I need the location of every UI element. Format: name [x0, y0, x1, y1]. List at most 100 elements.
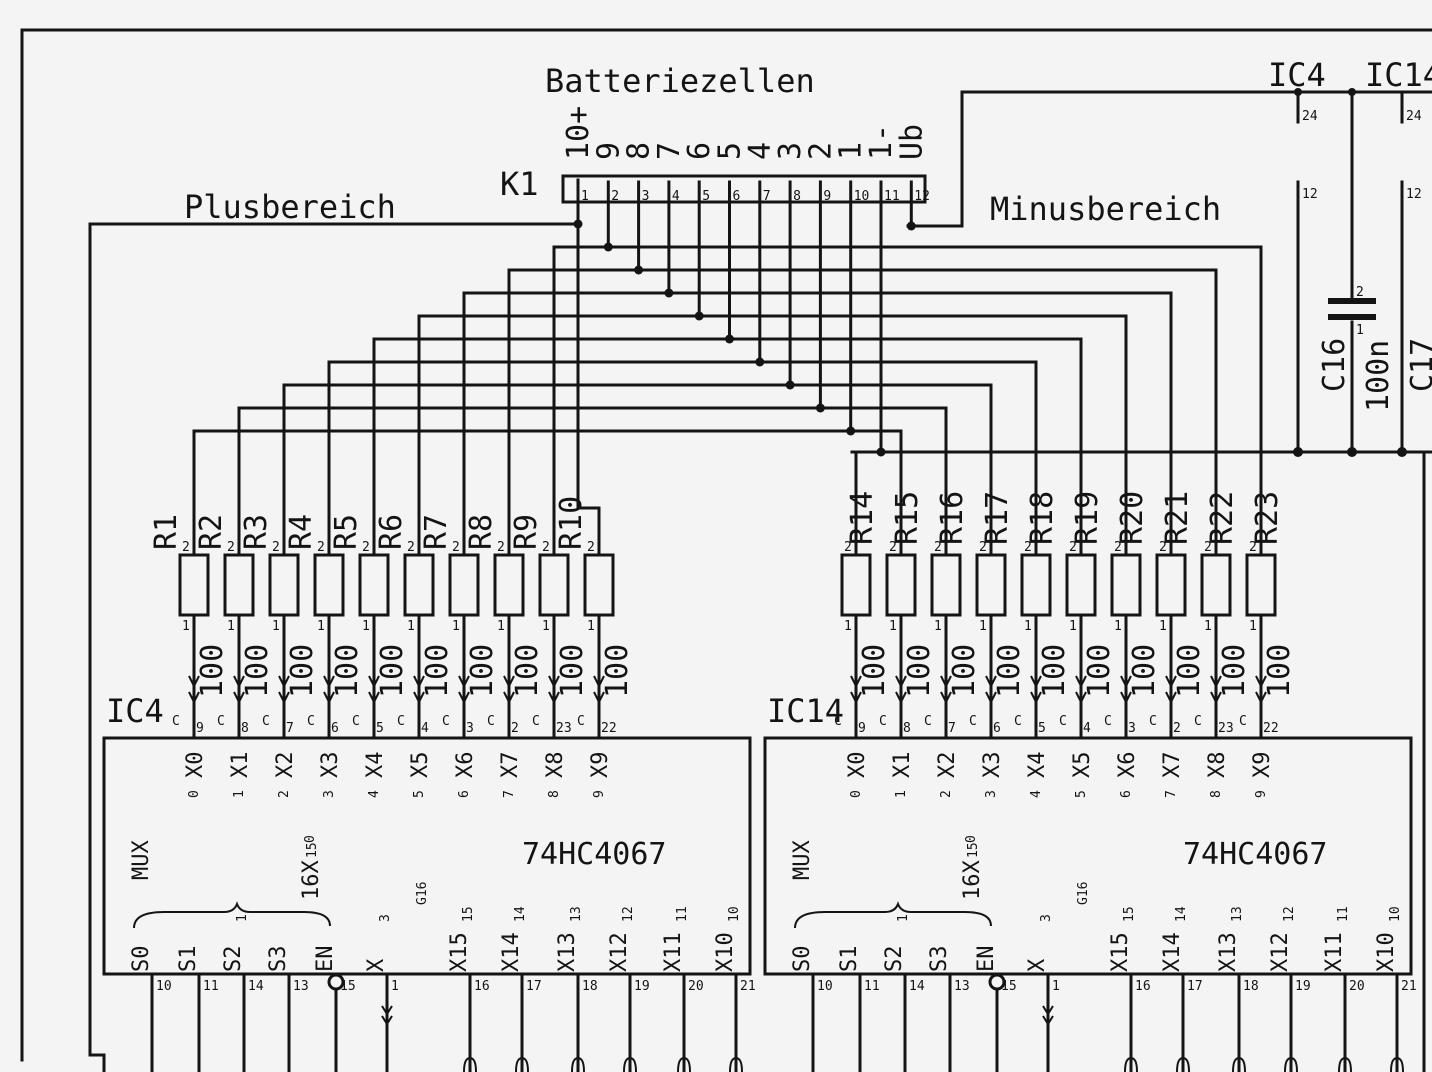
- ic-pin-number: 5: [376, 721, 384, 736]
- resistor-pin-1: 1: [182, 619, 190, 634]
- pin-marker: C: [532, 714, 540, 729]
- connector-cell-label: 9: [591, 142, 626, 160]
- ic-bottom-pin: 14: [248, 979, 264, 994]
- connector-cell-label: 7: [652, 142, 687, 160]
- resistor-name: R10: [554, 496, 589, 550]
- resistor-value: 100: [857, 644, 892, 698]
- resistor-name: R21: [1160, 491, 1195, 545]
- open-pin-marker: [623, 1056, 637, 1072]
- connector-cell-label: 1: [834, 142, 869, 160]
- ic-bottom-pin: 14: [909, 979, 925, 994]
- ic-input-label: X7: [498, 752, 523, 779]
- ic-bottom-index: 10: [727, 906, 742, 922]
- resistor-body: [538, 553, 570, 617]
- ic-input-index: 2: [277, 790, 292, 798]
- open-pin-marker: [1284, 1056, 1298, 1072]
- title: Batteriezellen: [545, 62, 815, 100]
- ic-ratio-top: 0: [964, 835, 979, 843]
- ic-input-index: 1: [232, 790, 247, 798]
- ic-input-label: X8: [543, 752, 568, 779]
- resistor-body: [583, 553, 615, 617]
- select-brace: [133, 901, 331, 929]
- ic-bottom-pin: 16: [474, 979, 490, 994]
- resistor-pin-1: 1: [1114, 619, 1122, 634]
- resistor-value: 100: [1082, 644, 1117, 698]
- resistor-body: [358, 553, 390, 617]
- wire-k1-pin-8: [282, 383, 993, 542]
- resistor-body: [313, 553, 345, 617]
- ic-pin-number: 3: [1128, 721, 1136, 736]
- resistor-pin-2: 2: [889, 540, 897, 555]
- ic-bottom-label: S1: [176, 946, 201, 973]
- wire-k1-pin-5: [417, 314, 1128, 542]
- ic-type: MUX: [790, 840, 815, 880]
- ic-bottom-label: EN: [974, 946, 999, 973]
- resistor-value: 100: [1217, 644, 1252, 698]
- resistor-body: [1155, 553, 1187, 617]
- ic-bottom-label: S0: [129, 946, 154, 973]
- wire-arrow: [381, 1005, 393, 1026]
- resistor-name: R20: [1115, 491, 1150, 545]
- resistor-name: R19: [1070, 491, 1105, 545]
- wire-k1-pin-4: [462, 291, 1173, 542]
- ic-input-index: 0: [187, 790, 202, 798]
- ic-pin-number: 23: [1218, 721, 1234, 736]
- resistor-pin-2: 2: [587, 540, 595, 555]
- resistor-pin-1: 1: [497, 619, 505, 634]
- resistor-pin-1: 1: [362, 619, 370, 634]
- ic-input-label: X1: [228, 752, 253, 779]
- ic-bottom-index: 3: [378, 914, 393, 922]
- pin-marker: C: [217, 714, 225, 729]
- ic4-top-pin24: 24: [1302, 109, 1318, 124]
- resistor-name: R15: [890, 491, 925, 545]
- resistor-pin-1: 1: [587, 619, 595, 634]
- ic-input-index: 9: [592, 790, 607, 798]
- ic-bottom-pin: 1: [1052, 979, 1060, 994]
- ic-g16-label: G16: [1076, 882, 1091, 905]
- ic-input-index: 8: [1209, 790, 1224, 798]
- ic-pin-number: 9: [858, 721, 866, 736]
- ic-bottom-index: 12: [621, 906, 636, 922]
- ic4-top-pin12: 12: [1302, 187, 1318, 202]
- ic-pin-number: 2: [1173, 721, 1181, 736]
- pin-marker: C: [1104, 714, 1112, 729]
- ic-bottom-pin: 20: [1349, 979, 1365, 994]
- ic-input-label: X6: [453, 752, 478, 779]
- ic-bottom-label: X: [364, 958, 389, 972]
- resistor-pin-1: 1: [227, 619, 235, 634]
- connector-pin-number: 8: [793, 189, 801, 204]
- open-pin-marker: [515, 1056, 529, 1072]
- ic-bottom-pin: 18: [582, 979, 598, 994]
- ic-bottom-index: 15: [1122, 906, 1137, 922]
- resistor-pin-1: 1: [272, 619, 280, 634]
- open-pin-marker: [571, 1056, 585, 1072]
- resistor-value: 100: [902, 644, 937, 698]
- ic-bottom-pin: 16: [1135, 979, 1151, 994]
- pin-marker: C: [834, 714, 842, 729]
- ic-bottom-label: X11: [661, 932, 686, 972]
- ic-bottom-pin: 19: [634, 979, 650, 994]
- ic-part-number: 74HC4067: [522, 837, 667, 872]
- resistor-value: 100: [375, 644, 410, 698]
- wire-arrow: [1042, 1005, 1054, 1026]
- right-resistor-array: 21R1410021R1510021R1610021R1710021R18100…: [840, 491, 1297, 705]
- ic-input-index: 9: [1254, 790, 1269, 798]
- ic-ratio-bottom: 15: [305, 842, 320, 858]
- ic-pin-number: 4: [1083, 721, 1091, 736]
- resistor-pin-2: 2: [1114, 540, 1122, 555]
- resistor-pin-2: 2: [272, 540, 280, 555]
- resistor-value: 100: [947, 644, 982, 698]
- resistor-pin-1: 1: [407, 619, 415, 634]
- resistor-body: [403, 553, 435, 617]
- capacitor-c17-label: C17: [1405, 338, 1432, 392]
- ic-input-label: X9: [1250, 752, 1275, 779]
- pin-marker: C: [262, 714, 270, 729]
- resistor-pin-2: 2: [452, 540, 460, 555]
- junction-dot: [876, 447, 886, 457]
- ic-bottom-label: X10: [1374, 932, 1399, 972]
- ic-body: [102, 736, 752, 976]
- ic-bottom-pin: 19: [1295, 979, 1311, 994]
- resistor-body: [1200, 553, 1232, 617]
- ic-bottom-index: 11: [675, 906, 690, 922]
